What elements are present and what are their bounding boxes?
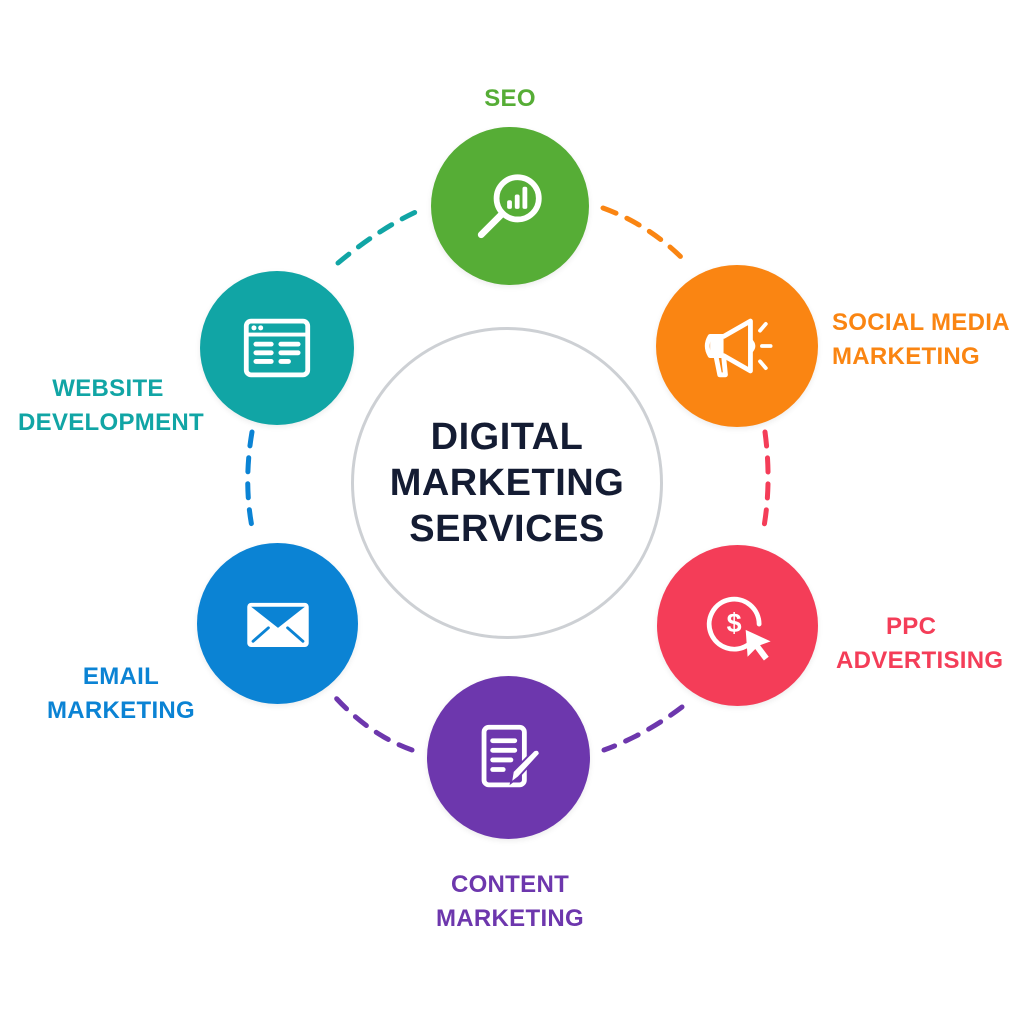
content-label-line-1: CONTENT <box>450 871 570 898</box>
content-label-line-2: MARKETING <box>435 905 585 932</box>
email-label-line-2: MARKETING <box>46 697 196 724</box>
hub-title-line-1: DIGITAL <box>430 416 584 458</box>
ppc-label-line-2: ADVERTISING <box>836 647 1004 674</box>
service-label-website-development: WEBSITE DEVELOPMENT <box>18 372 204 440</box>
social-label-line-2: MARKETING <box>832 343 981 370</box>
magnifier-chart-icon <box>477 174 542 239</box>
document-pen-icon <box>481 724 541 787</box>
service-node-social-media[interactable] <box>656 265 818 427</box>
megaphone-icon <box>704 318 773 378</box>
social-label-line-1: SOCIAL MEDIA <box>832 309 1010 336</box>
service-node-seo[interactable] <box>431 127 589 285</box>
connector-email-website <box>245 429 256 535</box>
connector-seo-social <box>600 205 689 265</box>
hub-title-line-3: SERVICES <box>409 508 605 550</box>
website-label-line-2: DEVELOPMENT <box>18 409 204 436</box>
website-label-line-1: WEBSITE <box>52 375 164 402</box>
connector-ppc-content <box>601 704 685 753</box>
connector-content-email <box>333 695 415 753</box>
service-label-email-marketing: EMAIL MARKETING <box>46 660 196 728</box>
service-node-content-marketing[interactable] <box>427 676 590 839</box>
service-label-seo: SEO <box>460 82 560 116</box>
service-label-ppc: PPC ADVERTISING <box>836 610 1004 678</box>
ppc-label-line-1: PPC <box>886 613 937 640</box>
service-label-social-media: SOCIAL MEDIA MARKETING <box>832 306 1010 374</box>
svg-text:$: $ <box>726 607 741 637</box>
service-node-email-marketing[interactable] <box>197 543 358 704</box>
email-label-line-1: EMAIL <box>82 663 160 690</box>
seo-label-line-1: SEO <box>484 85 536 112</box>
center-hub: DIGITAL MARKETING SERVICES <box>351 327 663 639</box>
service-node-ppc[interactable]: $ <box>657 545 818 706</box>
connector-social-ppc <box>760 429 771 535</box>
connector-website-seo <box>335 207 423 266</box>
dollar-cursor-icon: $ <box>706 596 771 661</box>
service-label-content-marketing: CONTENT MARKETING <box>410 868 610 936</box>
browser-window-icon <box>243 318 311 378</box>
service-node-website-development[interactable] <box>200 271 354 425</box>
hub-title-line-2: MARKETING <box>389 462 625 504</box>
envelope-icon <box>246 602 309 647</box>
